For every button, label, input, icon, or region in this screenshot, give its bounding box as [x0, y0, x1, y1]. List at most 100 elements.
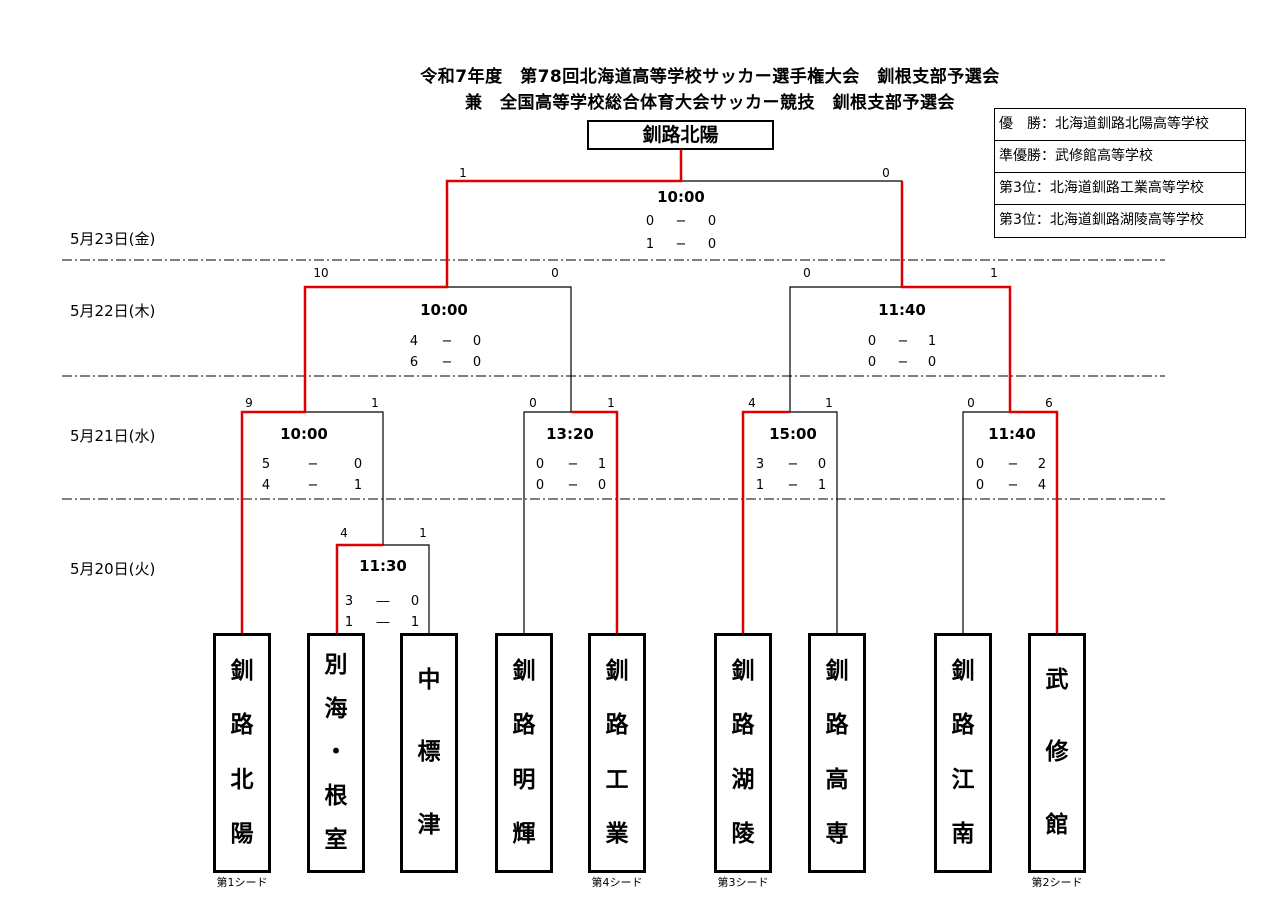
result-third-1: 第3位：北海道釧路工業高等学校 [995, 173, 1245, 205]
m21c-s2-a: 1 [755, 478, 765, 493]
m21c-s1-dash: − [787, 457, 799, 472]
m21d-s1-b: 2 [1037, 457, 1047, 472]
m20-s1-b: 0 [410, 594, 420, 609]
m21a-time: 10:00 [280, 425, 328, 443]
date-0521: 5月21日(水) [70, 427, 156, 445]
final-s1-dash: − [675, 214, 687, 229]
m21b-right-score: 1 [607, 396, 615, 410]
team-kushiro-konan: 釧路江南 [934, 633, 992, 873]
m22a-s1-b: 0 [472, 334, 482, 349]
bracket-red-lines [240, 150, 1059, 634]
m21b-time: 13:20 [546, 425, 594, 443]
result-third-2: 第3位：北海道釧路湖陵高等学校 [999, 212, 1204, 228]
team-kushiro-meiki: 釧路明輝 [495, 633, 553, 873]
m20-s1-dash: ― [376, 594, 390, 609]
title-line-1: 令和7年度 第78回北海道高等学校サッカー選手権大会 釧根支部予選会 [420, 67, 1000, 87]
m22a-right-score: 0 [551, 266, 559, 280]
m22b-s2-dash: − [897, 355, 909, 370]
m21d-s2-a: 0 [975, 478, 985, 493]
m22b-s2-b: 0 [927, 355, 937, 370]
team-kushiro-koryo: 釧路湖陵 [714, 633, 772, 873]
m22a-s2-b: 0 [472, 355, 482, 370]
m21c-time: 15:00 [769, 425, 817, 443]
m21b-s1-a: 0 [535, 457, 545, 472]
m21d-s2-dash: − [1007, 478, 1019, 493]
m21d-s1-a: 0 [975, 457, 985, 472]
team-nakashibetsu: 中標津 [400, 633, 458, 873]
m21b-s2-a: 0 [535, 478, 545, 493]
m20-left-score: 4 [340, 526, 348, 540]
m22a-time: 10:00 [420, 301, 468, 319]
final-s1-a: 0 [645, 214, 655, 229]
m21a-s1-dash: − [307, 457, 319, 472]
title-line-2: 兼 全国高等学校総合体育大会サッカー競技 釧根支部予選会 [465, 93, 955, 113]
m21a-left-score: 9 [245, 396, 253, 410]
final-s2-b: 0 [707, 237, 717, 252]
m22b-s1-a: 0 [867, 334, 877, 349]
seed-1: 第1シード [216, 876, 268, 889]
m21d-s2-b: 4 [1037, 478, 1047, 493]
m21b-s2-b: 0 [597, 478, 607, 493]
m21d-s1-dash: − [1007, 457, 1019, 472]
m22b-time: 11:40 [878, 301, 926, 319]
team-kushiro-kogyo: 釧路工業 [588, 633, 646, 873]
team-kushiro-kosen: 釧路高専 [808, 633, 866, 873]
team-bushukan: 武修館 [1028, 633, 1086, 873]
m22b-s1-b: 1 [927, 334, 937, 349]
m22a-left-score: 10 [313, 266, 329, 280]
m21c-right-score: 1 [825, 396, 833, 410]
m22a-s2-dash: − [441, 355, 453, 370]
final-s2-a: 1 [645, 237, 655, 252]
team-kushiro-hokuyo: 釧路北陽 [213, 633, 271, 873]
final-s2-dash: − [675, 237, 687, 252]
m22a-s1-dash: − [441, 334, 453, 349]
m21c-s2-dash: − [787, 478, 799, 493]
m21b-left-score: 0 [529, 396, 537, 410]
m22b-left-score: 0 [803, 266, 811, 280]
m20-time: 11:30 [359, 557, 407, 575]
m20-s2-b: 1 [410, 615, 420, 630]
day-separators [62, 259, 1165, 500]
m21d-right-score: 6 [1045, 396, 1053, 410]
m20-s1-a: 3 [344, 594, 354, 609]
m20-s2-a: 1 [344, 615, 354, 630]
m21a-s2-a: 4 [261, 478, 271, 493]
m21b-s1-b: 1 [597, 457, 607, 472]
m21d-time: 11:40 [988, 425, 1036, 443]
m21a-s1-a: 5 [261, 457, 271, 472]
champion-box: 釧路北陽 [587, 120, 774, 150]
m22b-s2-a: 0 [867, 355, 877, 370]
date-0522: 5月22日(木) [70, 302, 156, 320]
result-winner: 優 勝：北海道釧路北陽高等学校 [995, 109, 1245, 141]
final-right-score: 0 [882, 166, 890, 180]
m21c-s1-b: 0 [817, 457, 827, 472]
m21b-s1-dash: − [567, 457, 579, 472]
m21c-s1-a: 3 [755, 457, 765, 472]
m21a-s2-b: 1 [353, 478, 363, 493]
final-left-score: 1 [459, 166, 467, 180]
result-runner-up: 準優勝：武修館高等学校 [995, 141, 1245, 173]
m22b-right-score: 1 [990, 266, 998, 280]
m22a-s1-a: 4 [409, 334, 419, 349]
m21a-right-score: 1 [371, 396, 379, 410]
m21a-s2-dash: − [307, 478, 319, 493]
date-0523: 5月23日(金) [70, 230, 156, 248]
results-box: 優 勝：北海道釧路北陽高等学校 準優勝：武修館高等学校 第3位：北海道釧路工業高… [994, 108, 1246, 238]
team-betsukai-nemuro: 別海・根室 [307, 633, 365, 873]
m21c-s2-b: 1 [817, 478, 827, 493]
m21d-left-score: 0 [967, 396, 975, 410]
m21b-s2-dash: − [567, 478, 579, 493]
m22a-s2-a: 6 [409, 355, 419, 370]
seed-4: 第4シード [591, 876, 643, 889]
m20-right-score: 1 [419, 526, 427, 540]
m21a-s1-b: 0 [353, 457, 363, 472]
m22b-s1-dash: − [897, 334, 909, 349]
date-0520: 5月20日(火) [70, 560, 156, 578]
m21c-left-score: 4 [748, 396, 756, 410]
m20-s2-dash: ― [376, 615, 390, 630]
final-s1-b: 0 [707, 214, 717, 229]
seed-3: 第3シード [717, 876, 769, 889]
seed-2: 第2シード [1031, 876, 1083, 889]
final-time: 10:00 [657, 188, 705, 206]
